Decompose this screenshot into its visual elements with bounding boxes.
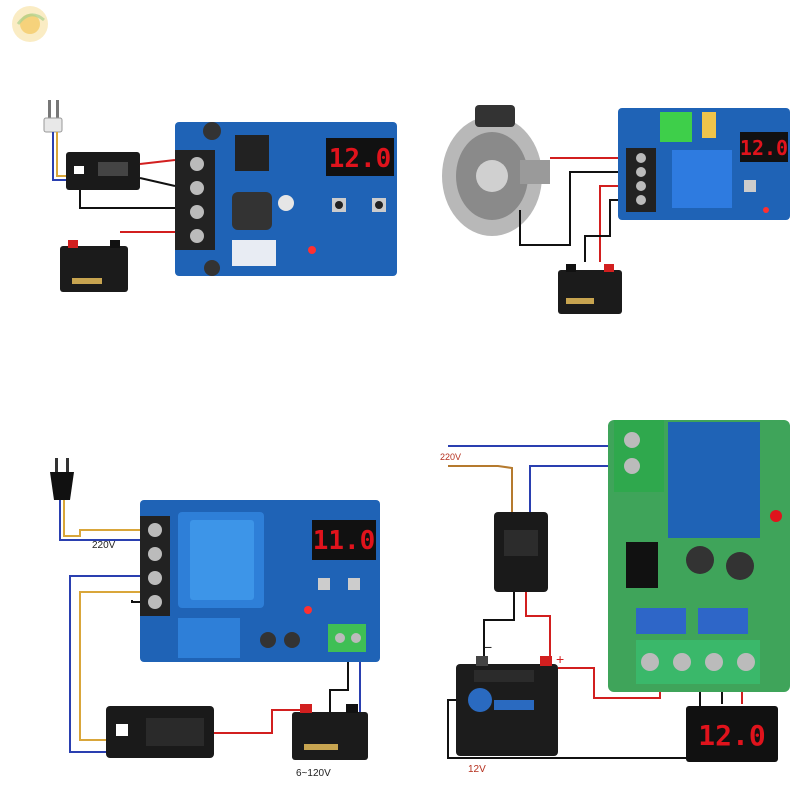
display-3	[312, 520, 376, 560]
display-1-readout: 12.0	[329, 144, 392, 174]
panel-4: 220V − + 12V	[440, 420, 790, 775]
battery	[60, 240, 128, 292]
battery	[292, 704, 368, 760]
relay	[668, 422, 760, 538]
panel-2: 12.0	[442, 105, 790, 314]
plug-icon	[43, 100, 63, 133]
watermark-logo	[12, 6, 48, 42]
panel-3: 220V 11.0 6~120V	[50, 458, 380, 779]
battery	[456, 656, 558, 756]
battery-minus-label: −	[484, 639, 492, 655]
display-4	[686, 706, 778, 762]
display-1	[326, 138, 394, 176]
display-2-readout: 12.0	[740, 136, 788, 160]
plug-icon	[50, 458, 74, 500]
display-3-readout: 11.0	[313, 526, 376, 556]
output-voltage-label: 12V	[468, 764, 486, 775]
display-2	[740, 132, 788, 162]
output-voltage-label: 6~120V	[296, 768, 331, 779]
input-voltage-label: 220V	[440, 452, 461, 462]
alternator	[442, 105, 550, 236]
battery	[558, 264, 622, 314]
power-adapter	[494, 512, 548, 592]
input-voltage-label: 220V	[92, 540, 116, 551]
panel-1: 12.0	[43, 100, 397, 292]
battery-plus-label: +	[556, 651, 564, 667]
display-4-readout: 12.0	[698, 719, 765, 752]
